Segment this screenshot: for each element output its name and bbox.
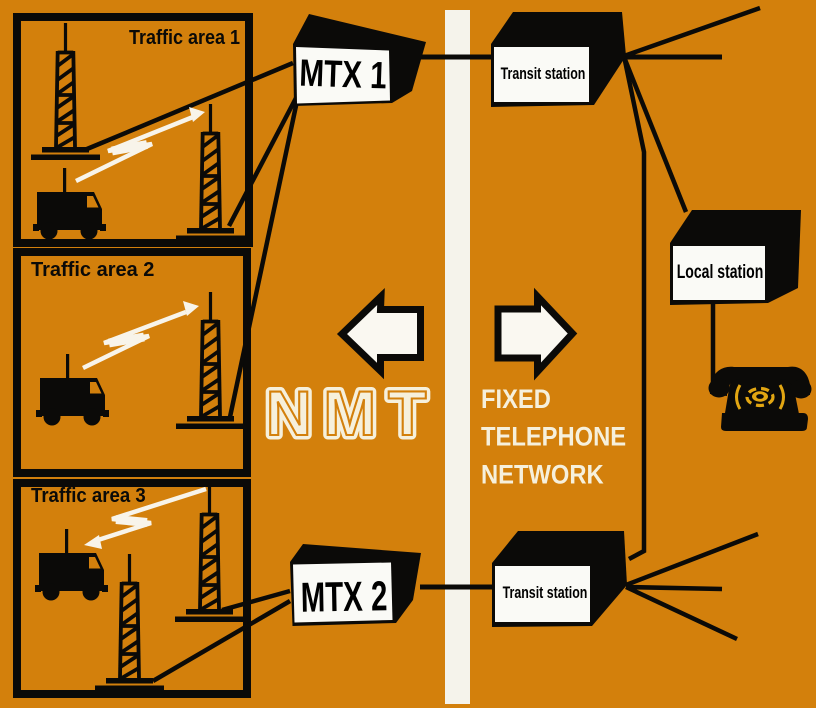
- svg-text:NETWORK: NETWORK: [481, 460, 604, 490]
- svg-text:FIXED: FIXED: [481, 385, 551, 415]
- svg-text:NMT: NMT: [266, 379, 438, 449]
- svg-text:Local station: Local station: [677, 261, 764, 283]
- svg-text:MTX 2: MTX 2: [300, 572, 387, 621]
- svg-text:NMT: NMT: [266, 379, 438, 449]
- svg-text:TELEPHONE: TELEPHONE: [481, 422, 626, 452]
- svg-text:Traffic area 3: Traffic area 3: [31, 485, 146, 507]
- svg-text:Transit station: Transit station: [501, 65, 586, 83]
- svg-text:Traffic area 2: Traffic area 2: [31, 259, 154, 281]
- svg-text:Traffic area 1: Traffic area 1: [129, 27, 240, 49]
- svg-text:MTX 1: MTX 1: [299, 52, 388, 97]
- svg-text:Transit station: Transit station: [503, 584, 588, 602]
